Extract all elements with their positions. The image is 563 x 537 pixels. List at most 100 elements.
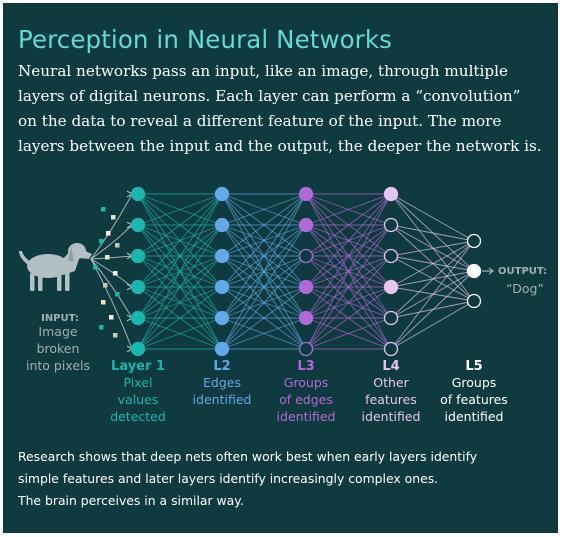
layer-desc: identified (445, 409, 504, 424)
neuron-node (130, 310, 146, 326)
connection-line (390, 270, 475, 350)
layer-desc: Other (373, 375, 409, 390)
input-heading: INPUT: (41, 313, 79, 324)
input-line: Image (38, 324, 77, 339)
connection-line (137, 224, 223, 350)
page-title: Perception in Neural Networks (18, 25, 393, 54)
connection-line (137, 193, 223, 257)
pixel-square (109, 315, 114, 320)
connection-line (305, 193, 392, 288)
pixel-square (101, 207, 106, 212)
layer-name: L3 (297, 359, 314, 374)
connection-line (390, 255, 475, 302)
neuron-node (130, 341, 146, 357)
connection-line (221, 193, 307, 319)
pixel-ray (90, 193, 133, 260)
neuron-node (383, 186, 399, 202)
connection-line (305, 286, 392, 350)
input-line: broken (37, 341, 80, 356)
layer-desc: features (365, 392, 417, 407)
layer-1-label: Layer 1 Pixel values detected (110, 359, 166, 424)
connection-line (221, 317, 307, 350)
input-line: into pixels (26, 358, 90, 373)
neuron-node (130, 248, 146, 264)
pixel-square (101, 300, 106, 305)
layer-name: Layer 1 (111, 359, 165, 374)
neuron-node (383, 217, 399, 233)
layer-desc: identified (193, 392, 252, 407)
neuron-node (298, 279, 314, 295)
layer-4-label: L4 Other features identified (362, 359, 421, 424)
layer-desc: of features (440, 392, 508, 407)
pixel-ray (90, 258, 133, 350)
connection-line (390, 224, 475, 242)
connection-line (137, 193, 223, 226)
network-nodes (130, 186, 482, 357)
neuron-node (298, 248, 314, 264)
connection-line (390, 193, 475, 242)
layer-desc: Edges (203, 375, 241, 390)
intro-line: layers between the input and the output,… (18, 137, 542, 155)
connection-line (137, 317, 223, 350)
neuron-node (130, 217, 146, 233)
layer-desc: of edges (279, 392, 333, 407)
pixel-square (113, 333, 118, 338)
neuron-node (214, 186, 230, 202)
intro-paragraph: Neural networks pass an input, like an i… (18, 59, 553, 159)
connection-line (390, 224, 475, 272)
layer-name: L2 (213, 359, 230, 374)
neuron-node (466, 263, 482, 279)
footer-line: The brain perceives in a similar way. (18, 493, 244, 508)
connection-line (137, 193, 223, 288)
neuron-node (466, 293, 482, 309)
connection-line (221, 193, 307, 350)
pixel-squares-icon (93, 207, 120, 338)
connection-line (221, 255, 307, 350)
pixel-square (115, 292, 120, 297)
neuron-node (466, 233, 482, 249)
connection-line (305, 317, 392, 350)
neuron-node (298, 217, 314, 233)
pixel-ray (90, 258, 133, 288)
output-value: “Dog” (506, 281, 544, 296)
connection-line (305, 193, 392, 319)
connection-line (390, 224, 475, 302)
neuron-node (214, 248, 230, 264)
layer-3-label: L3 Groups of edges identified (277, 359, 336, 424)
input-label: INPUT: Image broken into pixels (26, 313, 90, 373)
layer-desc: values (118, 392, 159, 407)
pixel-square (105, 255, 110, 260)
neuron-node (383, 341, 399, 357)
pixel-square (103, 283, 108, 288)
neuron-node (383, 279, 399, 295)
connection-line (137, 255, 223, 350)
connection-line (221, 193, 307, 226)
connection-line (390, 240, 475, 288)
layer-desc: identified (362, 409, 421, 424)
infographic-panel: Perception in Neural Networks Neural net… (3, 3, 558, 533)
intro-line: on the data to reveal a different featur… (18, 112, 502, 130)
neuron-node (383, 248, 399, 264)
neuron-node (214, 279, 230, 295)
intro-line: layers of digital neurons. Each layer ca… (18, 87, 521, 105)
pixel-square (99, 239, 104, 244)
connection-line (305, 255, 392, 350)
layer-desc: Groups (284, 375, 329, 390)
pixel-ray (90, 255, 133, 260)
dog-silhouette-icon (19, 243, 92, 291)
neuron-node (130, 186, 146, 202)
neuron-node (298, 186, 314, 202)
layer-desc: detected (110, 409, 166, 424)
pixel-square (93, 265, 98, 270)
connection-line (305, 193, 392, 257)
footer-line: simple features and later layers identif… (18, 471, 439, 486)
neuron-node (214, 341, 230, 357)
network-connections (137, 193, 475, 350)
output-arrow-icon (482, 267, 494, 275)
connection-line (390, 240, 475, 350)
layer-desc: identified (277, 409, 336, 424)
neuron-node (214, 310, 230, 326)
connection-line (221, 193, 307, 257)
connection-line (305, 224, 392, 350)
neural-network-diagram: INPUT: Image broken into pixels OUTPUT: … (19, 186, 547, 424)
